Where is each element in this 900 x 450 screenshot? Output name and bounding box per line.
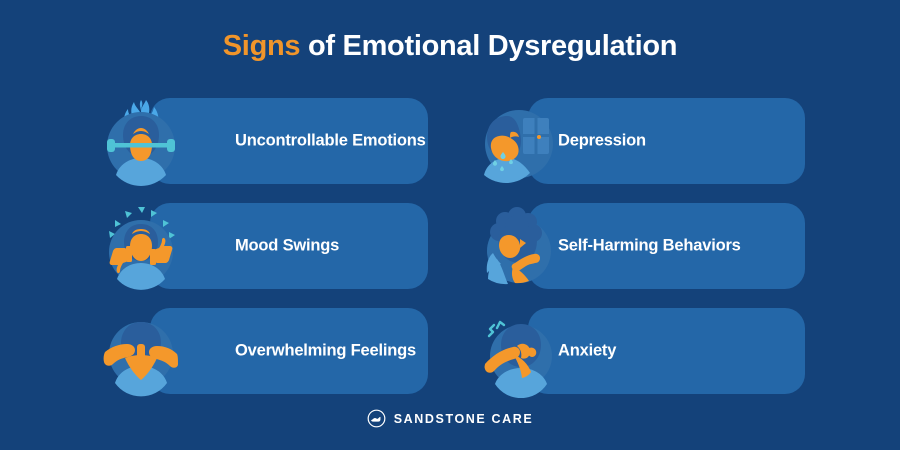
sign-item-uncontrollable-emotions[interactable]: Uncontrollable Emotions [95,96,428,188]
signs-row: Overwhelming Feelings [0,306,900,398]
page-title: Signs of Emotional Dysregulation [0,30,900,63]
thumbs-up-down-person-icon [95,201,187,293]
sign-card[interactable]: Overwhelming Feelings [150,308,428,394]
sandstone-care-circle-logo [367,409,386,428]
sign-label: Overwhelming Feelings [235,341,417,360]
sign-card[interactable]: Anxiety [528,308,805,394]
signs-row: Uncontrollable Emotions [0,96,900,188]
head-on-fire-gagged-icon [95,96,187,188]
signs-grid: Uncontrollable Emotions [0,96,900,402]
sign-label: Anxiety [558,341,617,360]
page-title-rest: of Emotional Dysregulation [300,30,678,62]
sign-card[interactable]: Depression [528,98,805,184]
sign-card[interactable]: Uncontrollable Emotions [150,98,428,184]
sign-item-self-harming-behaviors[interactable]: Self-Harming Behaviors [473,201,805,293]
sign-card[interactable]: Self-Harming Behaviors [528,203,805,289]
crying-person-window-icon [473,96,565,188]
signs-row: Mood Swings [0,201,900,293]
sign-label: Depression [558,131,646,150]
sign-label: Self-Harming Behaviors [558,236,741,255]
sign-item-anxiety[interactable]: Anxiety [473,306,805,398]
person-examining-arm-icon [473,201,565,293]
sign-item-overwhelming-feelings[interactable]: Overwhelming Feelings [95,306,428,398]
brand-name: SANDSTONE CARE [393,411,534,426]
hands-covering-face-icon [95,306,187,398]
sign-label: Uncontrollable Emotions [235,131,426,150]
footer-logo: SANDSTONE CARE [0,409,900,428]
sign-item-depression[interactable]: Depression [473,96,805,188]
nail-biting-person-icon [473,306,565,398]
page-title-accent: Signs [222,30,301,62]
sign-card[interactable]: Mood Swings [150,203,428,289]
sign-label: Mood Swings [235,236,340,255]
sign-item-mood-swings[interactable]: Mood Swings [95,201,428,293]
